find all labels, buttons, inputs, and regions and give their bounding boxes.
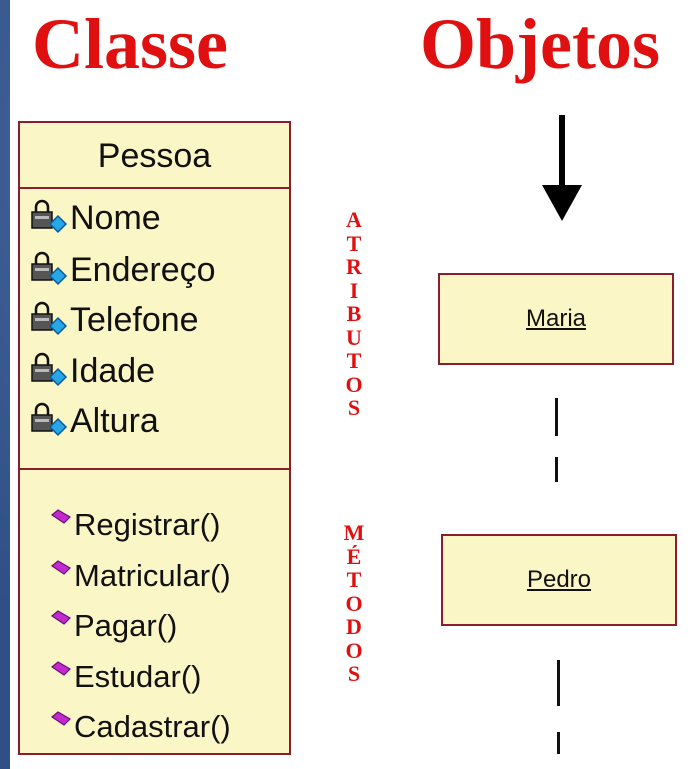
- letter: D: [346, 614, 362, 639]
- attribute-row: Nome: [30, 193, 161, 243]
- letter: T: [346, 567, 362, 592]
- method-row: Pagar(): [50, 601, 177, 651]
- method-icon: [50, 509, 71, 524]
- attribute-label: Idade: [70, 351, 156, 390]
- object-name: Maria: [525, 305, 586, 332]
- dash-line: [557, 732, 560, 754]
- metodos-vertical-label: M É T O D O S: [342, 521, 366, 686]
- attribute-row: Endereço: [30, 245, 216, 295]
- method-icon: [50, 661, 71, 676]
- letter: R: [346, 254, 362, 279]
- attributes-compartment: Nome Endereço Telefone: [20, 189, 289, 470]
- method-label: Estudar(): [74, 659, 202, 694]
- letter: S: [347, 661, 361, 686]
- lock-attribute-icon: [31, 402, 68, 437]
- classe-heading: Classe: [32, 4, 228, 84]
- letter: T: [346, 348, 362, 373]
- objetos-heading: Objetos: [420, 4, 660, 84]
- lock-attribute-icon: [31, 301, 68, 336]
- dash-line: [555, 457, 558, 482]
- attribute-label: Telefone: [70, 300, 199, 339]
- letter: I: [349, 277, 359, 303]
- method-label: Matricular(): [74, 558, 231, 593]
- letter: A: [346, 207, 362, 232]
- method-label: Registrar(): [74, 507, 221, 542]
- letter: S: [347, 395, 361, 420]
- methods-compartment: Registrar() Matricular() Pagar() Estudar…: [20, 470, 289, 753]
- method-row: Estudar(): [50, 652, 201, 702]
- method-icon: [50, 560, 71, 575]
- method-row: Matricular(): [50, 551, 231, 601]
- lock-attribute-icon: [31, 352, 68, 387]
- attribute-label: Altura: [70, 401, 159, 440]
- dash-line: [557, 660, 560, 706]
- letter: B: [346, 301, 362, 326]
- lock-attribute-icon: [31, 199, 68, 234]
- letter: O: [345, 590, 363, 616]
- letter: O: [345, 637, 363, 663]
- method-row: Cadastrar(): [50, 702, 231, 752]
- object-maria: Maria: [438, 273, 674, 365]
- letter: U: [346, 324, 362, 350]
- attribute-row: Idade: [30, 346, 155, 396]
- method-label: Cadastrar(): [74, 709, 231, 744]
- method-label: Pagar(): [74, 608, 178, 643]
- attribute-label: Nome: [70, 198, 161, 237]
- dash-line: [555, 398, 558, 436]
- attribute-label: Endereço: [70, 250, 216, 289]
- object-name: Pedro: [526, 566, 592, 593]
- letter: M: [343, 520, 365, 545]
- class-box: Pessoa Nome Endereço: [18, 121, 291, 755]
- letter: O: [345, 371, 363, 397]
- attribute-row: Altura: [30, 396, 159, 446]
- method-row: Registrar(): [50, 500, 220, 550]
- atributos-vertical-label: A T R I B U T O S: [342, 208, 366, 420]
- object-pedro: Pedro: [441, 534, 677, 626]
- class-name: Pessoa: [20, 123, 289, 189]
- method-icon: [50, 610, 71, 625]
- attribute-row: Telefone: [30, 295, 199, 345]
- lock-attribute-icon: [31, 251, 68, 286]
- down-arrow-icon: [542, 115, 582, 221]
- method-icon: [50, 711, 71, 726]
- letter: T: [346, 230, 362, 256]
- letter: É: [346, 543, 362, 569]
